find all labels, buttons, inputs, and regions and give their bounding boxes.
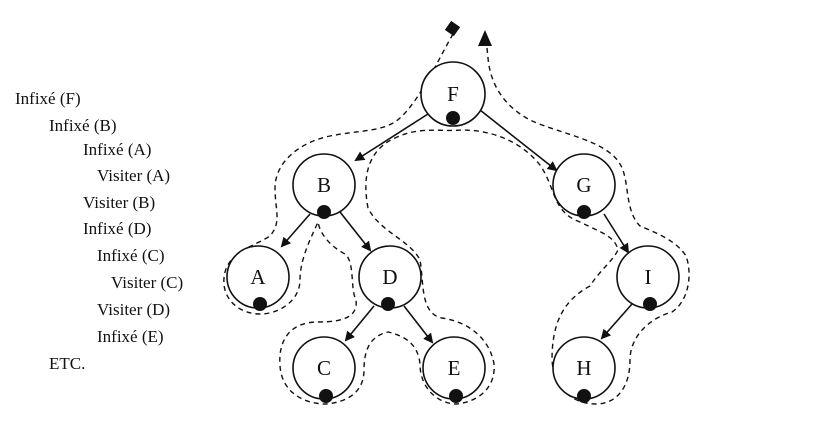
node-label-i: I <box>645 265 652 289</box>
traversal-contour-path <box>223 33 690 405</box>
node-label-g: G <box>576 173 591 197</box>
tree-edges <box>280 109 633 344</box>
tree-node-a: A <box>226 245 290 311</box>
trace-line-infix-c: Infixé (C) <box>97 246 165 265</box>
tree-node-h: H <box>552 336 616 403</box>
visit-dot-g <box>577 205 591 219</box>
tree-node-i: I <box>616 245 680 311</box>
visit-dot-i <box>643 297 657 311</box>
trace-line-infix-a: Infixé (A) <box>83 140 152 159</box>
visit-dot-e <box>449 389 463 403</box>
traversal-end-arrow <box>478 30 492 46</box>
trace-line-infix-b: Infixé (B) <box>49 116 117 135</box>
visit-dot-c <box>319 389 333 403</box>
edge-d-c <box>344 305 375 342</box>
trace-line-visit-c: Visiter (C) <box>111 273 184 292</box>
trace-line-infix-d: Infixé (D) <box>83 219 152 238</box>
traversal-start-marker <box>444 20 461 37</box>
visit-dot-f <box>446 111 460 125</box>
node-label-f: F <box>447 82 459 106</box>
node-label-a: A <box>250 265 266 289</box>
edge-d-e <box>403 305 434 344</box>
visit-dot-b <box>317 205 331 219</box>
edge-f-g <box>479 109 558 172</box>
visit-dot-h <box>577 389 591 403</box>
edge-b-a <box>280 213 311 248</box>
visit-dot-d <box>381 297 395 311</box>
trace-line-visit-d: Visiter (D) <box>97 300 171 319</box>
tree-node-b: B <box>292 153 356 219</box>
trace-line-infix-f: Infixé (F) <box>15 89 81 108</box>
tree-node-g: G <box>552 153 616 219</box>
edge-f-b <box>354 113 429 162</box>
node-label-b: B <box>317 173 331 197</box>
node-label-h: H <box>576 356 591 380</box>
tree-node-e: E <box>422 336 486 403</box>
node-label-d: D <box>382 265 397 289</box>
node-label-c: C <box>317 356 331 380</box>
trace-line-visit-a: Visiter (A) <box>97 166 171 185</box>
tree-node-c: C <box>292 336 356 403</box>
trace-line-infix-e: Infixé (E) <box>97 327 164 346</box>
edge-g-i <box>603 213 630 254</box>
trace-line-visit-b: Visiter (B) <box>83 193 156 212</box>
trace-line-etc: ETC. <box>49 354 86 373</box>
edge-i-h <box>600 303 633 340</box>
tree-node-d: D <box>358 245 422 311</box>
node-label-e: E <box>448 356 461 380</box>
edge-b-d <box>339 211 372 252</box>
visit-dot-a <box>253 297 267 311</box>
tree-node-f: F <box>420 61 486 127</box>
